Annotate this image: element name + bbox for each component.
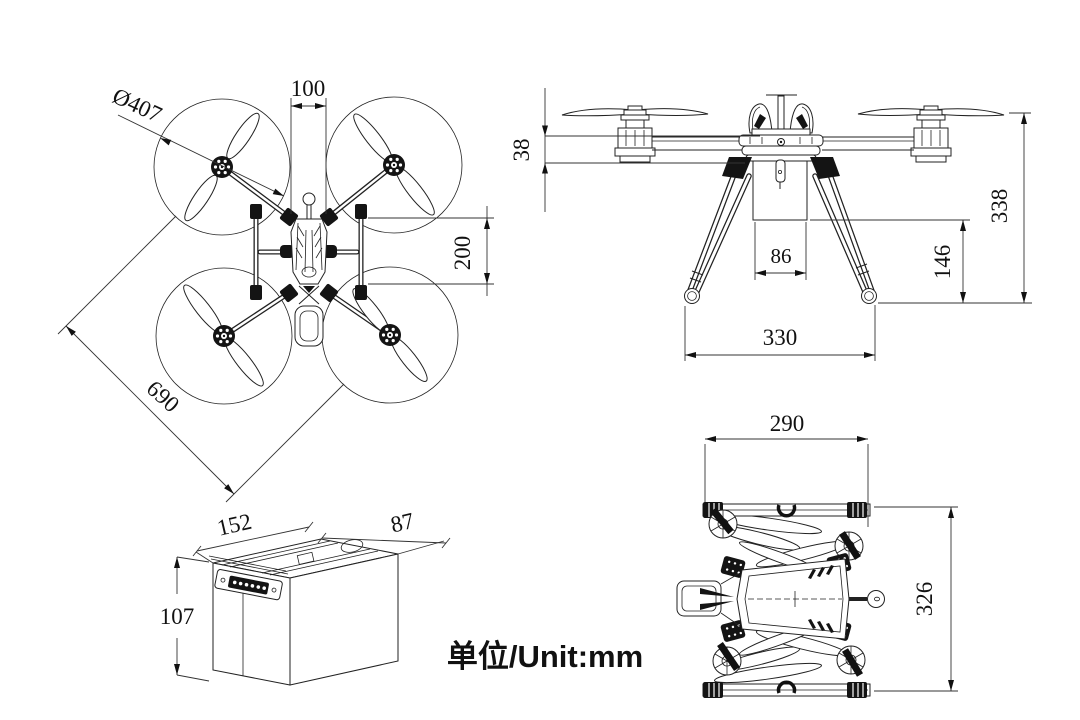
landing-rails [250, 204, 367, 300]
dim-label-146: 146 [930, 245, 955, 280]
dim-label-38: 38 [509, 139, 534, 162]
gps-antenna [302, 192, 316, 219]
folded-leg-bars [702, 502, 871, 698]
left-foot [684, 288, 700, 304]
dimension-battery-depth-87: 87 [317, 508, 451, 555]
dim-label-87: 87 [388, 508, 416, 538]
front-arm-tubes [652, 136, 914, 151]
folded-foot-bracket [676, 572, 741, 627]
dimension-overall-height-338: 338 [987, 112, 1031, 303]
front-view: 38 86 330 146 [509, 88, 1032, 361]
fuselage-top [279, 192, 339, 347]
landing-legs [684, 169, 877, 304]
propeller-blades [183, 112, 435, 387]
dimension-rail-span-200: 200 [368, 206, 494, 296]
dimension-prop-diameter-407: Ø407 [109, 83, 285, 197]
dim-label-100: 100 [291, 76, 326, 101]
dim-label-290: 290 [770, 411, 805, 436]
folded-fuselage [736, 558, 850, 640]
battery-connector [214, 569, 283, 601]
dimension-battery-height-107: 107 [160, 556, 210, 682]
dim-label-330: 330 [763, 325, 798, 350]
dim-label-86: 86 [771, 244, 792, 268]
left-motor-assembly [561, 105, 709, 163]
dimension-foot-span-330: 330 [684, 305, 876, 361]
dimension-arm-section-38: 38 [509, 88, 760, 212]
dimension-folded-width-290: 290 [704, 411, 869, 527]
top-view: 100 200 Ø407 690 [57, 76, 494, 503]
folded-motor-pods [708, 507, 866, 677]
dimension-prop-gap-100: 100 [290, 76, 327, 214]
battery-top-rails [208, 539, 379, 576]
right-foot [861, 288, 877, 304]
dim-label-107: 107 [160, 604, 195, 629]
right-motor-assembly [857, 105, 1005, 163]
dim-label-690: 690 [142, 376, 184, 418]
battery-view: 107 152 87 [160, 508, 451, 686]
dimension-folded-height-326: 326 [874, 506, 958, 692]
release-pin [849, 590, 885, 608]
unit-note: 单位/Unit:mm [447, 639, 643, 674]
folded-view: 290 326 [676, 411, 958, 698]
dim-label-326: 326 [912, 582, 937, 617]
dim-label-200: 200 [450, 236, 475, 271]
dim-label-407: Ø407 [109, 83, 166, 127]
dim-label-338: 338 [987, 189, 1012, 224]
dimension-ground-clearance-146: 146 [810, 219, 1032, 304]
center-hub [722, 94, 840, 189]
battery-right-face [289, 553, 399, 686]
dimension-mount-width-86: 86 [754, 222, 807, 280]
dim-label-152: 152 [215, 509, 254, 541]
tail-skid [294, 285, 324, 347]
